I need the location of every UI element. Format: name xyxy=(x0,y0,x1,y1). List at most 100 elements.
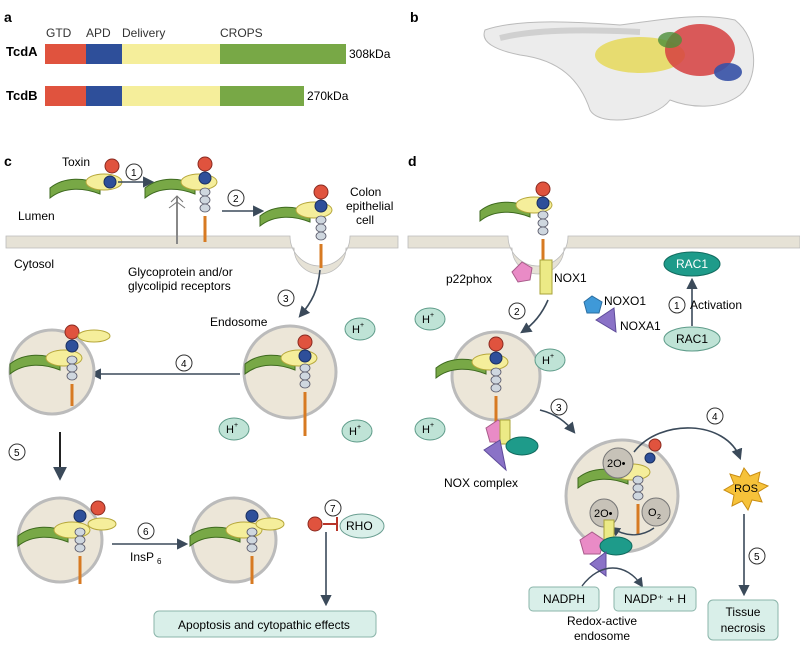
svg-text:+: + xyxy=(357,424,361,431)
membrane-d xyxy=(407,235,800,275)
ros-burst: ROS xyxy=(722,467,770,512)
svg-text:NADPH: NADPH xyxy=(543,592,585,606)
step-1-c: 1 xyxy=(125,163,143,181)
superoxide-1: 2O• xyxy=(594,508,613,520)
tcdb-size: 270kDa xyxy=(307,89,349,103)
p22phox-label: p22phox xyxy=(446,272,492,286)
svg-text:ROS: ROS xyxy=(734,483,758,495)
nox1-shape xyxy=(539,259,553,295)
step-5-c: 5 xyxy=(8,443,26,461)
insp6-label: InsP xyxy=(130,550,154,564)
panel-d-letter: d xyxy=(408,153,417,169)
svg-text:H: H xyxy=(422,424,430,436)
nox-complex-shape xyxy=(483,419,539,472)
panel-c-letter: c xyxy=(4,153,12,169)
svg-text:+: + xyxy=(430,422,434,429)
svg-text:+: + xyxy=(550,353,554,360)
svg-text:NADP⁺ + H: NADP⁺ + H xyxy=(624,592,686,606)
step-4-d: 4 xyxy=(706,407,724,425)
noxo1-shape xyxy=(583,295,603,314)
svg-text:RAC1: RAC1 xyxy=(676,257,708,271)
outcome-box-c: Apoptosis and cytopathic effects xyxy=(153,610,377,638)
colon-cell-line-1: Colon xyxy=(350,185,381,199)
nox1-label: NOX1 xyxy=(554,271,587,285)
redox-line-2: endosome xyxy=(574,629,630,643)
receptors-line-2: glycolipid receptors xyxy=(128,279,231,293)
gtd-released xyxy=(307,516,323,532)
svg-text:H: H xyxy=(349,426,357,438)
superoxide-released: 2O• xyxy=(602,447,634,479)
toxin-label: Toxin xyxy=(62,155,90,169)
proton-1: H+ xyxy=(344,317,376,341)
panel-b: b xyxy=(410,9,755,121)
step-3-d: 3 xyxy=(550,398,568,416)
step-3-c: 3 xyxy=(277,289,295,307)
svg-text:5: 5 xyxy=(754,552,760,563)
activation-label: Activation xyxy=(690,298,742,312)
svg-text:H: H xyxy=(226,424,234,436)
noxa1-label: NOXA1 xyxy=(620,319,661,333)
svg-text:2O•: 2O• xyxy=(607,458,626,470)
step-7-c: 7 xyxy=(324,499,342,517)
svg-text:3: 3 xyxy=(556,403,562,414)
necrosis-box: Tissue necrosis xyxy=(707,599,779,641)
step-4-c: 4 xyxy=(175,354,193,372)
svg-text:1: 1 xyxy=(131,168,137,179)
nadph-arrow xyxy=(581,567,644,588)
svg-text:+: + xyxy=(360,322,364,329)
panel-b-letter: b xyxy=(410,9,419,25)
svg-text:4: 4 xyxy=(712,412,718,423)
toxin-bound-receptor xyxy=(144,156,218,244)
cytosol-label: Cytosol xyxy=(14,257,54,271)
noxo1-label: NOXO1 xyxy=(604,294,646,308)
step-1-d: 1 xyxy=(668,296,686,314)
svg-text:3: 3 xyxy=(283,294,289,305)
o2-sub: 2 xyxy=(657,514,661,521)
step-2-c: 2 xyxy=(227,189,245,207)
svg-text:2: 2 xyxy=(233,194,239,205)
panel-c: c Toxin Lumen Cytosol 1 2 Gl xyxy=(4,153,399,638)
svg-text:5: 5 xyxy=(14,448,20,459)
delivery-label: Delivery xyxy=(122,26,165,40)
step-5-d: 5 xyxy=(748,547,766,565)
tcda-name: TcdA xyxy=(6,44,38,59)
panel-a-letter: a xyxy=(4,9,12,25)
insp6-subscript: 6 xyxy=(157,557,162,566)
svg-text:1: 1 xyxy=(674,301,680,312)
structure-domains xyxy=(595,24,742,81)
svg-text:RHO: RHO xyxy=(346,519,373,533)
svg-text:Tissue: Tissue xyxy=(726,605,761,619)
step-6-c: 6 xyxy=(137,522,155,540)
noxa1-shape xyxy=(595,307,617,333)
endosome-released xyxy=(189,496,285,584)
nox-complex-redox xyxy=(579,519,633,577)
svg-text:6: 6 xyxy=(143,527,149,538)
rac1-active: RAC1 xyxy=(663,251,721,277)
tcda-bar xyxy=(45,44,346,64)
svg-text:+: + xyxy=(430,312,434,319)
svg-text:+: + xyxy=(234,422,238,429)
tcdb-name: TcdB xyxy=(6,88,38,103)
rac1-inactive: RAC1 xyxy=(663,326,721,352)
p22phox-shape xyxy=(511,261,533,283)
rho-node: RHO xyxy=(339,513,385,539)
tcda-size: 308kDa xyxy=(349,47,391,61)
endosome-cleavage xyxy=(16,496,117,584)
colon-cell-line-2: epithelial xyxy=(346,199,393,213)
endosome-redox: 2O• O 2 xyxy=(564,438,680,554)
lumen-label: Lumen xyxy=(18,209,55,223)
endosome-nox-assembly xyxy=(435,330,542,424)
apd-label: APD xyxy=(86,26,111,40)
svg-text:4: 4 xyxy=(181,359,187,370)
endosome-acidifying xyxy=(242,324,338,436)
panel-a: a GTD APD Delivery CROPS TcdA 308kDa Tcd… xyxy=(4,9,391,106)
svg-text:necrosis: necrosis xyxy=(721,621,766,635)
tcdb-bar xyxy=(45,86,304,106)
endosome-pore-forming xyxy=(8,324,111,416)
nox-complex-label: NOX complex xyxy=(444,476,518,490)
receptors-line-1: Glycoprotein and/or xyxy=(128,265,233,279)
step-2-d: 2 xyxy=(508,302,526,320)
panel-d: d p22phox NOX1 NOXO1 NOXA1 RAC1 RAC1 xyxy=(407,153,800,643)
crops-label: CROPS xyxy=(220,26,263,40)
